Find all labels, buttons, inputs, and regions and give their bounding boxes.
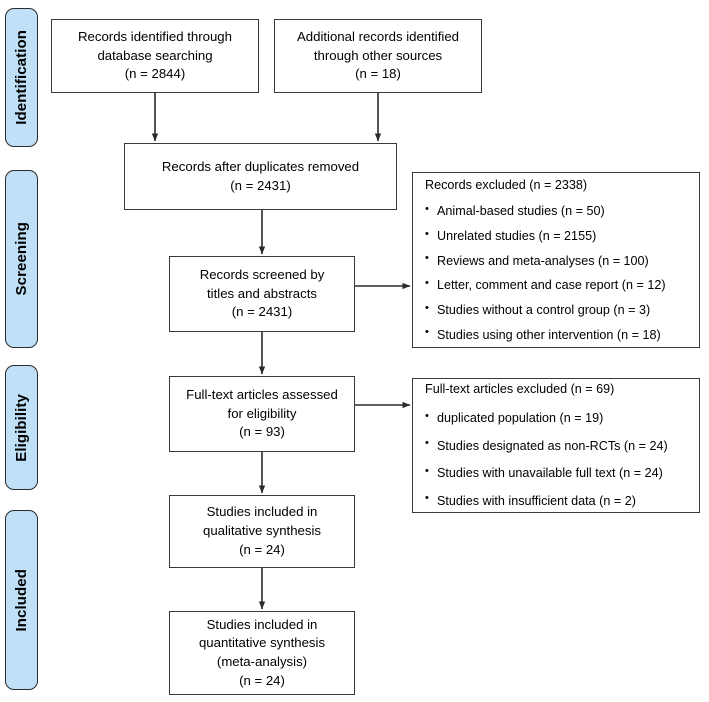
box-line: Records after duplicates removed [161, 158, 360, 174]
fulltext-excluded-item: Studies designated as non-RCTs (n = 24) [425, 432, 691, 460]
box-line: Full-text articles assessed [186, 386, 338, 402]
fulltext-excluded-item: Studies with insufficient data (n = 2) [425, 487, 691, 515]
fulltext-excluded-item: duplicated population (n = 19) [425, 405, 691, 432]
stage-tab-label: Eligibility [13, 393, 30, 462]
box-additional-records-other-sources: Additional records identified through ot… [274, 19, 482, 93]
box-line: (meta-analysis) [216, 654, 308, 669]
records-excluded-item: Animal-based studies (n = 50) [425, 199, 691, 224]
box-line: (n = 2844) [124, 66, 186, 82]
records-excluded-item: Studies using other intervention (n = 18… [425, 322, 691, 348]
box-line: Records identified through [78, 28, 232, 44]
box-line: Studies included in [206, 504, 318, 520]
stage-tab-label: Screening [13, 222, 30, 296]
fulltext-excluded-heading: Full-text articles excluded (n = 69) [425, 381, 615, 396]
box-line: Studies included in [206, 616, 318, 632]
box-fulltext-articles-excluded: Full-text articles excluded (n = 69) dup… [412, 378, 700, 513]
box-line: (n = 2431) [230, 177, 291, 193]
box-line: Records screened by [199, 266, 325, 282]
box-records-after-duplicates-removed: Records after duplicates removed (n = 24… [124, 143, 397, 210]
box-line: (n = 2431) [231, 304, 293, 320]
stage-tab-included: Included [5, 510, 38, 690]
stage-tab-label: Included [13, 568, 30, 632]
box-studies-quantitative-synthesis: Studies included in quantitative synthes… [169, 611, 355, 695]
box-line: (n = 24) [239, 541, 285, 557]
box-line: (n = 18) [355, 66, 401, 82]
box-line: for eligibility [227, 405, 297, 421]
box-records-screened: Records screened by titles and abstracts… [169, 256, 355, 332]
stage-tab-label: Identification [13, 30, 30, 125]
box-line: Additional records identified [296, 28, 459, 44]
box-line: (n = 93) [239, 424, 285, 440]
fulltext-excluded-item: Studies with unavailable full text (n = … [425, 460, 691, 487]
stage-tab-identification: Identification [5, 8, 38, 147]
box-line: through other sources [313, 47, 443, 63]
records-excluded-item: Unrelated studies (n = 2155) [425, 224, 691, 249]
box-studies-qualitative-synthesis: Studies included in qualitative synthesi… [169, 495, 355, 568]
box-fulltext-articles-assessed: Full-text articles assessed for eligibil… [169, 376, 355, 452]
box-line: (n = 24) [239, 672, 285, 688]
stage-tab-screening: Screening [5, 170, 38, 348]
box-line: titles and abstracts [207, 285, 317, 301]
box-line: quantitative synthesis [198, 635, 326, 651]
records-excluded-item: Studies without a control group (n = 3) [425, 298, 691, 323]
box-line: qualitative synthesis [202, 523, 322, 539]
box-line: database searching [97, 47, 213, 63]
stage-tab-eligibility: Eligibility [5, 365, 38, 490]
box-records-identified-database: Records identified through database sear… [51, 19, 259, 93]
records-excluded-item: Letter, comment and case report (n = 12) [425, 273, 691, 298]
records-excluded-item: Reviews and meta-analyses (n = 100) [425, 248, 691, 274]
box-records-excluded: Records excluded (n = 2338) Animal-based… [412, 172, 700, 348]
records-excluded-heading: Records excluded (n = 2338) [425, 177, 588, 192]
